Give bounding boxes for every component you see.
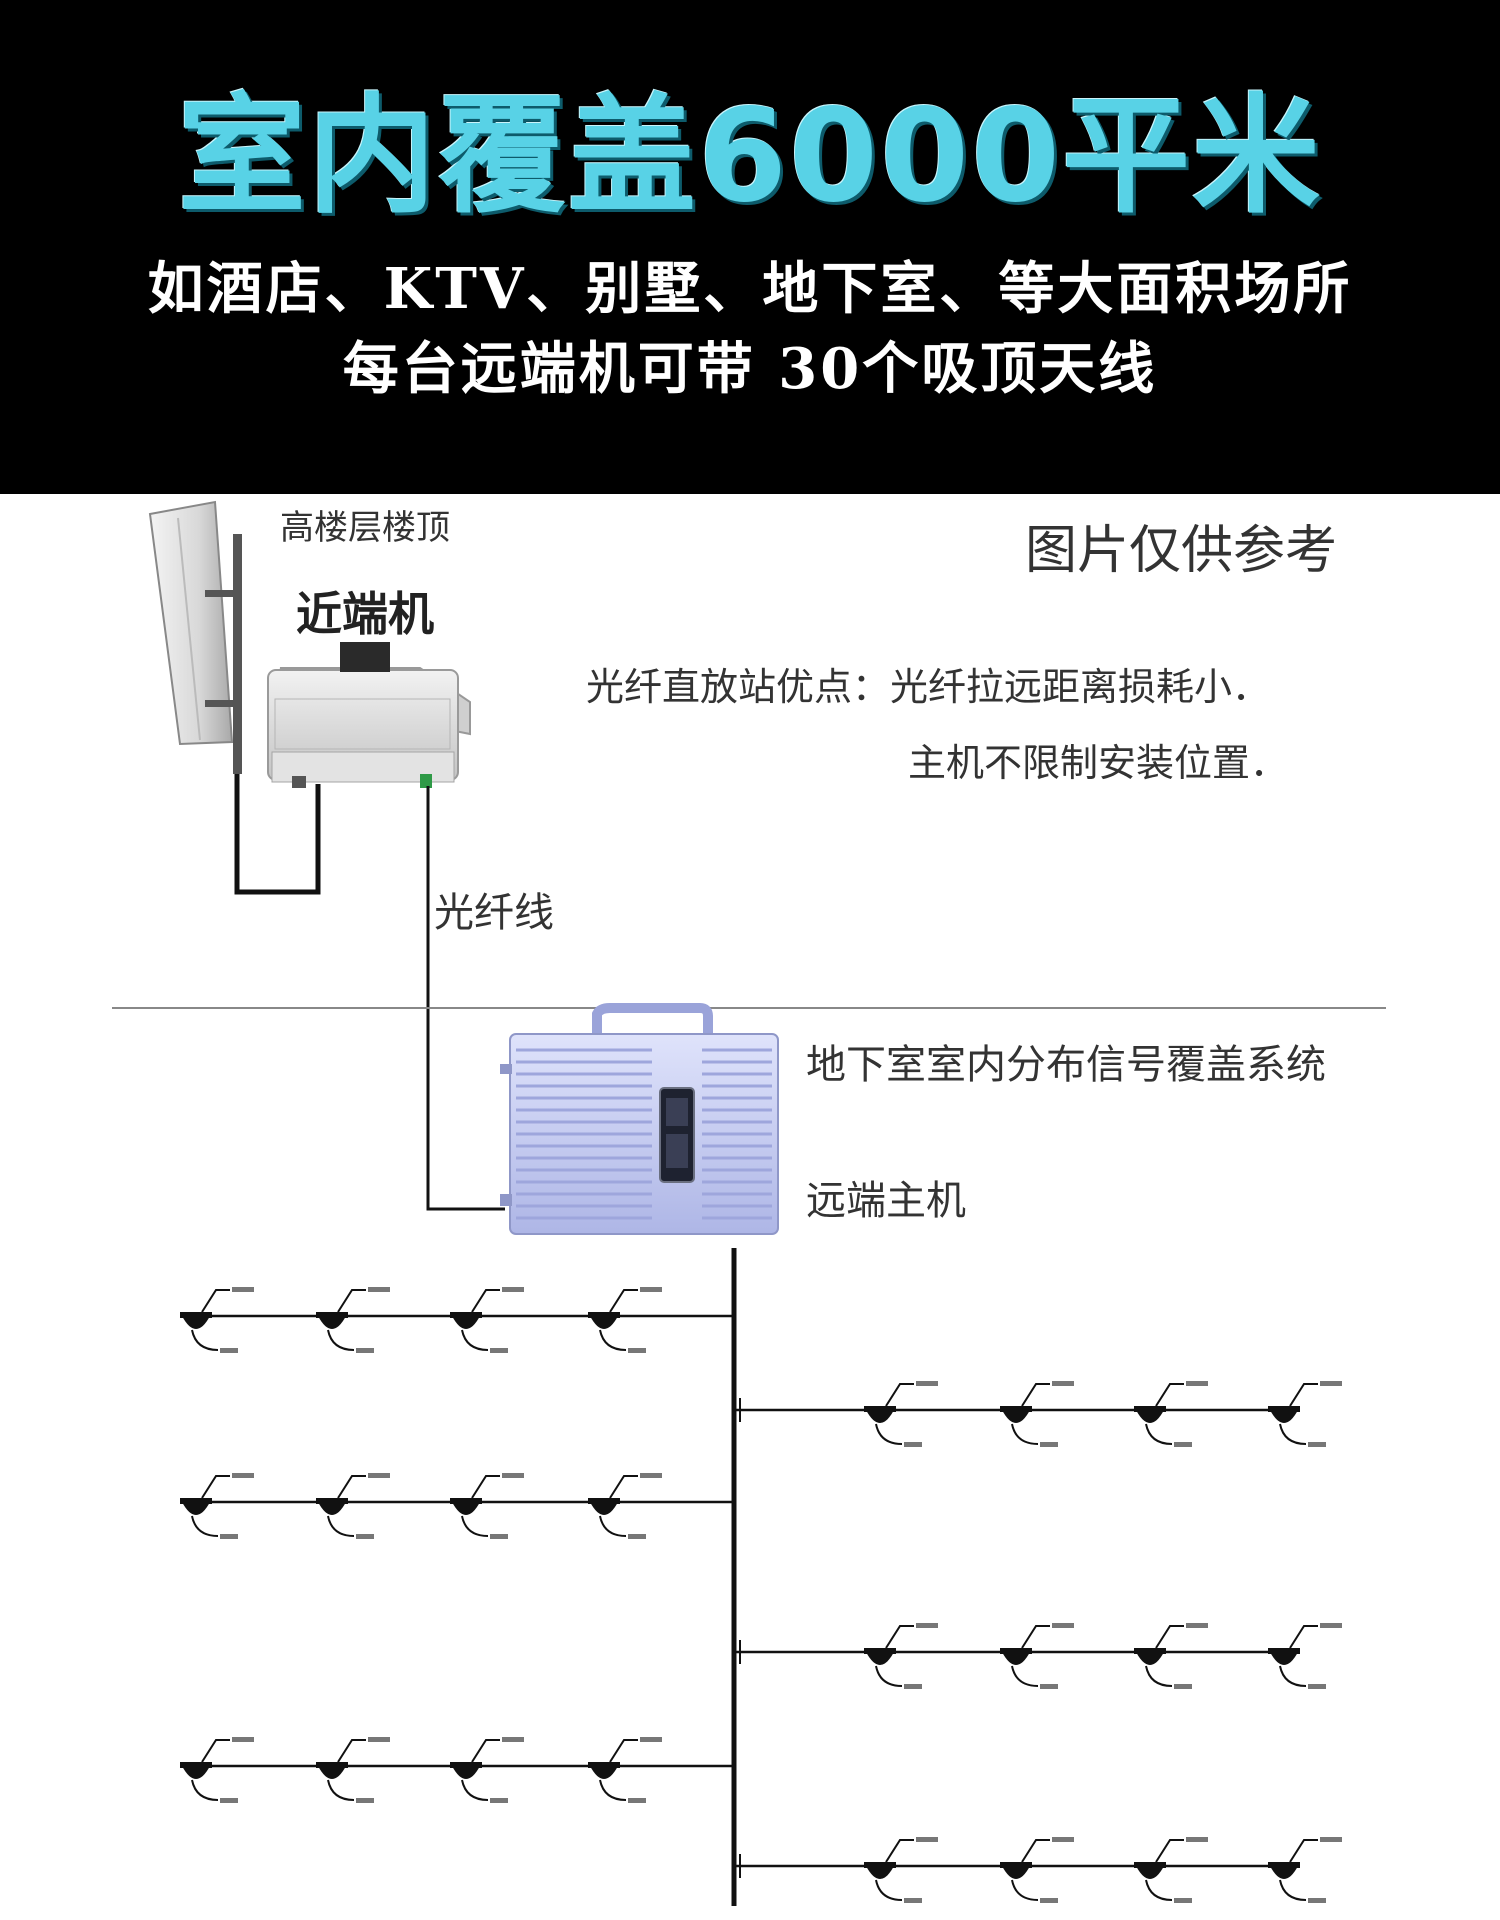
disclaimer-label: 图片仅供参考 — [1025, 521, 1338, 581]
ceiling-antenna-icon — [864, 1623, 938, 1689]
basement-system-label: 地下室室内分布信号覆盖系统 — [806, 1042, 1326, 1088]
ceiling-antenna-icon — [450, 1737, 524, 1803]
banner-subtitle-antennas: 每台远端机可带 30个吸顶天线 — [342, 336, 1158, 402]
ceiling-antenna-icon — [450, 1287, 524, 1353]
near-end-unit — [267, 642, 471, 788]
remote-unit-label: 远端主机 — [806, 1178, 966, 1224]
banner-title: 室内覆盖6000平米 — [177, 82, 1323, 231]
fiber-cable — [426, 786, 505, 1211]
ceiling-antenna-icon — [1268, 1837, 1342, 1903]
header-banner: 室内覆盖6000平米 如酒店、KTV、别墅、地下室、等大面积场所 每台远端机可带… — [0, 0, 1500, 494]
ceiling-antenna-icon — [864, 1381, 938, 1447]
ceiling-antenna-icon — [1268, 1623, 1342, 1689]
ceiling-antenna-icon — [588, 1737, 662, 1803]
ceiling-antenna-icon — [1000, 1837, 1074, 1903]
banner-subtitle-venues: 如酒店、KTV、别墅、地下室、等大面积场所 — [147, 256, 1353, 322]
ceiling-antenna-icon — [316, 1287, 390, 1353]
ceiling-antenna-icon — [180, 1473, 254, 1539]
ceiling-antenna-icon — [588, 1287, 662, 1353]
ceiling-antenna-icon — [588, 1473, 662, 1539]
advantage-line-2: 主机不限制安装位置． — [908, 741, 1289, 785]
ceiling-antenna-icon — [1268, 1381, 1342, 1447]
ceiling-antennas — [180, 1287, 1342, 1903]
ceiling-antenna-icon — [1134, 1381, 1208, 1447]
ceiling-antenna-icon — [450, 1473, 524, 1539]
near-unit-label: 近端机 — [296, 587, 434, 641]
ceiling-antenna-icon — [864, 1837, 938, 1903]
ceiling-antenna-icon — [180, 1287, 254, 1353]
ceiling-antenna-icon — [1134, 1837, 1208, 1903]
ceiling-antenna-icon — [1134, 1623, 1208, 1689]
ceiling-antenna-icon — [180, 1737, 254, 1803]
ceiling-antenna-icon — [316, 1737, 390, 1803]
ceiling-antenna-icon — [316, 1473, 390, 1539]
panel-antenna — [148, 500, 242, 774]
remote-unit — [500, 1003, 779, 1235]
antenna-feed-cable — [234, 774, 321, 895]
coverage-diagram — [112, 500, 1386, 1906]
feeder-network — [180, 1248, 1300, 1906]
ceiling-antenna-icon — [1000, 1381, 1074, 1447]
ceiling-antenna-icon — [1000, 1623, 1074, 1689]
advantage-line-1: 光纤直放站优点：光纤拉远距离损耗小． — [586, 665, 1271, 709]
fiber-label: 光纤线 — [434, 890, 554, 936]
rooftop-label: 高楼层楼顶 — [280, 508, 450, 548]
